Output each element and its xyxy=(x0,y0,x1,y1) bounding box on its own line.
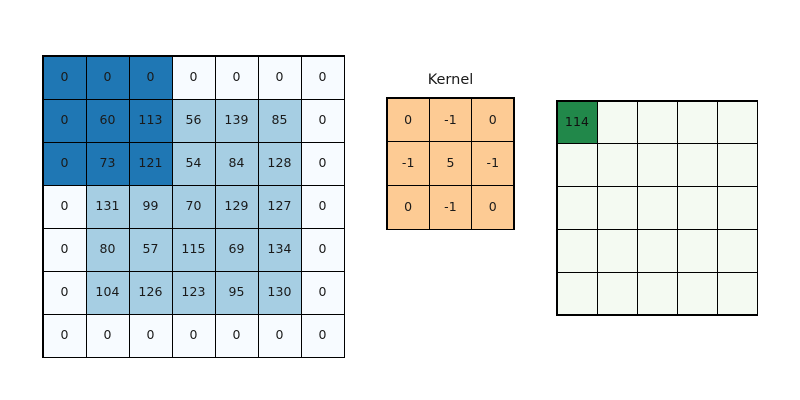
input-cell-r0-c4: 0 xyxy=(214,55,259,100)
input-cell-r0-c5: 0 xyxy=(257,55,302,100)
output-cell-r4-c1 xyxy=(596,271,638,316)
input-cell-r2-c6: 0 xyxy=(300,141,345,186)
input-cell-r5-c6: 0 xyxy=(300,270,345,315)
input-cell-r5-c4: 95 xyxy=(214,270,259,315)
output-cell-r1-c1 xyxy=(596,143,638,188)
input-cell-r0-c0: 0 xyxy=(42,55,87,100)
output-cell-r0-c4 xyxy=(716,100,758,145)
output-cell-r4-c0 xyxy=(556,271,598,316)
kernel-cell-r0-c0: 0 xyxy=(386,97,430,143)
output-cell-r1-c2 xyxy=(636,143,678,188)
input-cell-r4-c1: 80 xyxy=(85,227,130,272)
input-cell-r2-c2: 121 xyxy=(128,141,173,186)
kernel-cell-r0-c2: 0 xyxy=(471,97,515,143)
output-cell-r3-c1 xyxy=(596,228,638,273)
output-cell-r3-c4 xyxy=(716,228,758,273)
input-cell-r3-c1: 131 xyxy=(85,184,130,229)
input-cell-r4-c5: 134 xyxy=(257,227,302,272)
input-cell-r6-c6: 0 xyxy=(300,313,345,358)
input-cell-r3-c6: 0 xyxy=(300,184,345,229)
input-cell-r1-c0: 0 xyxy=(42,98,87,143)
input-cell-r6-c1: 0 xyxy=(85,313,130,358)
output-cell-r1-c3 xyxy=(676,143,718,188)
kernel-cell-r0-c1: -1 xyxy=(428,97,473,143)
input-cell-r6-c2: 0 xyxy=(128,313,173,358)
input-cell-r1-c6: 0 xyxy=(300,98,345,143)
input-cell-r1-c4: 139 xyxy=(214,98,259,143)
input-cell-r4-c0: 0 xyxy=(42,227,87,272)
output-cell-r2-c4 xyxy=(716,186,758,230)
input-cell-r1-c3: 56 xyxy=(171,98,216,143)
output-cell-r2-c2 xyxy=(636,186,678,230)
input-cell-r6-c3: 0 xyxy=(171,313,216,358)
output-cell-r0-c0: 114 xyxy=(556,100,598,145)
input-cell-r3-c4: 129 xyxy=(214,184,259,229)
input-cell-r2-c0: 0 xyxy=(42,141,87,186)
output-cell-r1-c4 xyxy=(716,143,758,188)
input-cell-r3-c5: 127 xyxy=(257,184,302,229)
kernel-cell-r1-c1: 5 xyxy=(428,141,473,186)
input-cell-r3-c3: 70 xyxy=(171,184,216,229)
input-cell-r0-c6: 0 xyxy=(300,55,345,100)
input-cell-r2-c4: 84 xyxy=(214,141,259,186)
output-cell-r3-c0 xyxy=(556,228,598,273)
input-cell-r6-c4: 0 xyxy=(214,313,259,358)
output-cell-r4-c3 xyxy=(676,271,718,316)
input-cell-r2-c3: 54 xyxy=(171,141,216,186)
input-cell-r3-c2: 99 xyxy=(128,184,173,229)
input-cell-r4-c3: 115 xyxy=(171,227,216,272)
kernel-title: Kernel xyxy=(427,72,474,88)
input-cell-r4-c4: 69 xyxy=(214,227,259,272)
input-cell-r4-c6: 0 xyxy=(300,227,345,272)
kernel-cell-r1-c0: -1 xyxy=(386,141,430,186)
kernel-cell-r1-c2: -1 xyxy=(471,141,515,186)
kernel-cell-r2-c0: 0 xyxy=(386,184,430,230)
kernel-cell-r2-c2: 0 xyxy=(471,184,515,230)
input-cell-r5-c2: 126 xyxy=(128,270,173,315)
input-cell-r1-c1: 60 xyxy=(85,98,130,143)
output-cell-r2-c3 xyxy=(676,186,718,230)
output-matrix-grid: 114 xyxy=(556,100,758,316)
input-cell-r6-c0: 0 xyxy=(42,313,87,358)
output-cell-r0-c3 xyxy=(676,100,718,145)
output-cell-r3-c3 xyxy=(676,228,718,273)
output-cell-r4-c2 xyxy=(636,271,678,316)
output-cell-r2-c0 xyxy=(556,186,598,230)
input-cell-r2-c5: 128 xyxy=(257,141,302,186)
input-cell-r5-c0: 0 xyxy=(42,270,87,315)
output-cell-r0-c1 xyxy=(596,100,638,145)
input-cell-r6-c5: 0 xyxy=(257,313,302,358)
input-cell-r5-c1: 104 xyxy=(85,270,130,315)
input-cell-r1-c2: 113 xyxy=(128,98,173,143)
input-cell-r5-c5: 130 xyxy=(257,270,302,315)
output-cell-r0-c2 xyxy=(636,100,678,145)
output-cell-r3-c2 xyxy=(636,228,678,273)
input-cell-r0-c2: 0 xyxy=(128,55,173,100)
input-cell-r0-c1: 0 xyxy=(85,55,130,100)
input-cell-r0-c3: 0 xyxy=(171,55,216,100)
input-cell-r3-c0: 0 xyxy=(42,184,87,229)
output-cell-r1-c0 xyxy=(556,143,598,188)
kernel-cell-r2-c1: -1 xyxy=(428,184,473,230)
input-cell-r4-c2: 57 xyxy=(128,227,173,272)
output-cell-r4-c4 xyxy=(716,271,758,316)
input-cell-r1-c5: 85 xyxy=(257,98,302,143)
input-cell-r2-c1: 73 xyxy=(85,141,130,186)
output-cell-r2-c1 xyxy=(596,186,638,230)
input-cell-r5-c3: 123 xyxy=(171,270,216,315)
